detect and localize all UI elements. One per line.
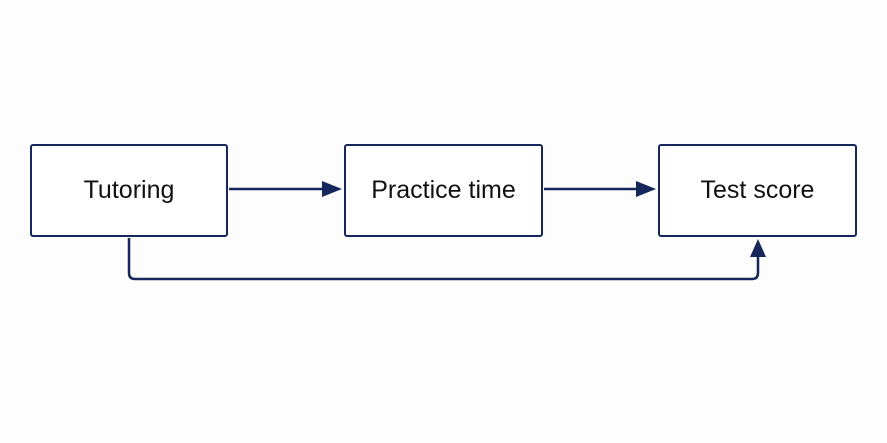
node-test-score: Test score xyxy=(658,144,857,237)
node-tutoring: Tutoring xyxy=(30,144,228,237)
arrowhead-practice-time xyxy=(322,181,342,197)
edge-tutoring-to-test-score xyxy=(127,238,760,281)
node-practice-time: Practice time xyxy=(344,144,543,237)
node-test-score-label: Test score xyxy=(700,176,815,204)
arrowhead-test-score xyxy=(636,181,656,197)
node-practice-time-label: Practice time xyxy=(371,176,516,204)
node-tutoring-label: Tutoring xyxy=(83,176,175,204)
arrowhead-test-score-bottom xyxy=(750,239,766,257)
